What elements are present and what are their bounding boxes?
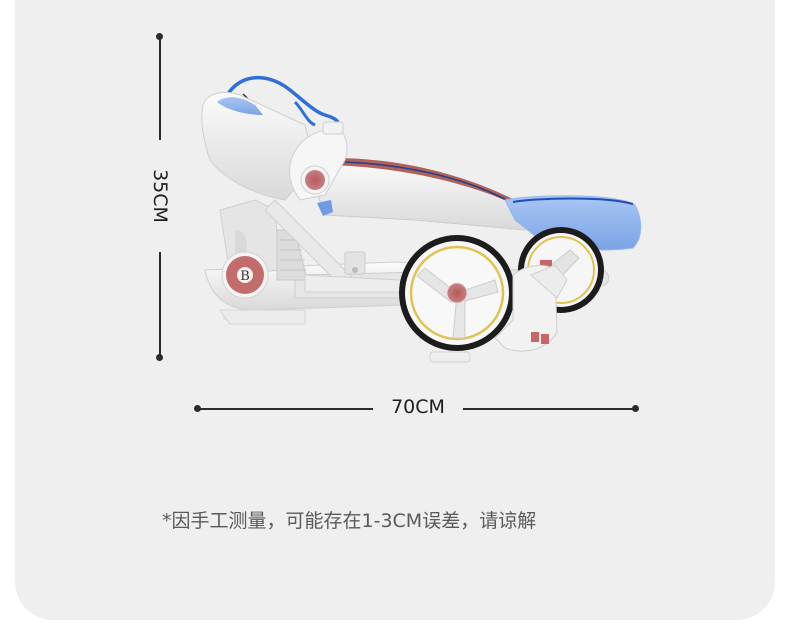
height-label: 35CM [140, 155, 180, 237]
width-line-right-dot [632, 405, 639, 412]
height-line-bottom-dot [156, 354, 163, 361]
width-line-right [463, 408, 636, 410]
product-card [15, 0, 775, 620]
height-label-text: 35CM [149, 169, 171, 223]
width-line-left [197, 408, 373, 410]
height-line-bottom [159, 252, 161, 357]
svg-text:B: B [240, 269, 250, 284]
width-label: 70CM [391, 396, 445, 418]
folded-stroller-image: B [195, 70, 655, 380]
measurement-disclaimer: *因手工测量，可能存在1-3CM误差，请谅解 [162, 510, 537, 532]
height-line-top [159, 36, 161, 140]
